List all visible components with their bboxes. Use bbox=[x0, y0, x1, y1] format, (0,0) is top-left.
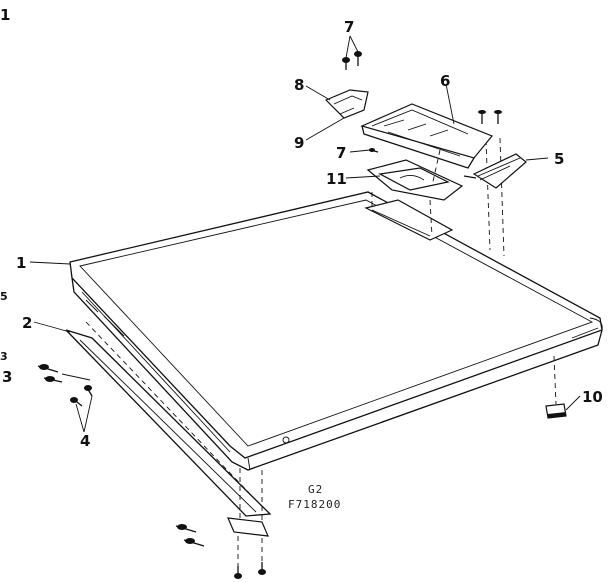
leveling-foot bbox=[545, 355, 567, 419]
callout-6: 6 bbox=[440, 72, 450, 90]
callout-9: 9 bbox=[294, 134, 304, 152]
top-panel bbox=[69, 191, 603, 471]
part-number: F718200 bbox=[288, 498, 341, 511]
callout-2: 2 bbox=[22, 314, 32, 332]
callout-7-top: 7 bbox=[344, 18, 354, 36]
edge-mark-top: 1 bbox=[0, 6, 10, 24]
figure-identifier: G2 F718200 bbox=[288, 483, 341, 511]
callout-labels: 1 2 3 4 5 6 7 7 8 9 10 11 bbox=[2, 18, 603, 450]
callout-8: 8 bbox=[294, 76, 304, 94]
edge-mark-mid: 5 bbox=[0, 290, 8, 303]
screws-top bbox=[342, 51, 502, 153]
screws-bottom bbox=[175, 524, 266, 579]
callout-5: 5 bbox=[554, 150, 564, 168]
edge-mark-3: 3 bbox=[0, 350, 8, 363]
edge-marks: 1 5 3 bbox=[0, 6, 10, 363]
callout-11: 11 bbox=[326, 170, 347, 188]
hinge-bracket bbox=[65, 321, 272, 517]
callout-4: 4 bbox=[80, 432, 90, 450]
callout-7-mid: 7 bbox=[336, 144, 346, 162]
figure-code: G2 bbox=[308, 483, 323, 496]
end-cap bbox=[463, 153, 527, 189]
leader-lines bbox=[29, 35, 581, 433]
callout-10: 10 bbox=[582, 388, 603, 406]
callout-1: 1 bbox=[16, 254, 26, 272]
callout-3: 3 bbox=[2, 368, 12, 386]
control-trim bbox=[360, 103, 493, 169]
latch-bracket bbox=[324, 89, 369, 119]
lower-hinge-plate bbox=[227, 468, 269, 570]
hinge-assembly bbox=[364, 137, 505, 257]
screws-left bbox=[37, 364, 93, 407]
